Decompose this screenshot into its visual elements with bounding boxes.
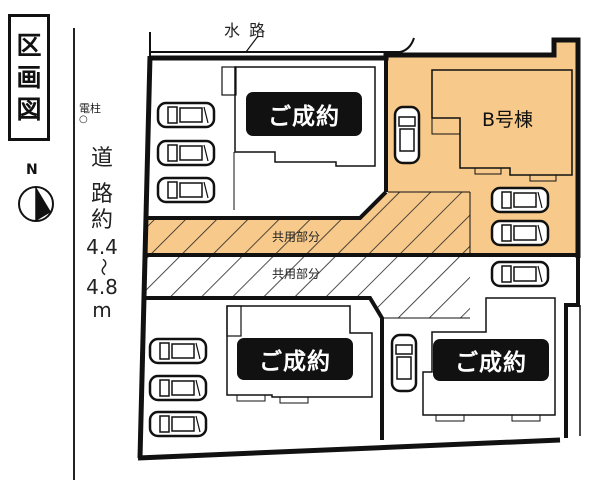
shared-area-label-highlighted: 共用部分 [272, 230, 321, 244]
road-char: 道 [90, 146, 113, 171]
utility-pole: 電柱 ○ [79, 103, 109, 125]
road-width-label: 道 路 約 4.4 〜 4.8 m [82, 146, 122, 320]
road-char: 約 [90, 208, 113, 233]
map-title: 区 画 図 [8, 14, 50, 141]
lot-b-building-label: B号棟 [482, 105, 534, 132]
lot-southeast-sold-badge: ご成約 [433, 339, 549, 381]
utility-pole-label: 電柱 [79, 102, 101, 115]
road-edge-line [73, 28, 75, 480]
lot-southwest-sold-badge: ご成約 [237, 338, 353, 380]
road-char: 路 [90, 182, 113, 207]
north-arrow-icon [18, 186, 54, 222]
compass: N [17, 160, 57, 230]
utility-pole-marker: ○ [79, 114, 88, 125]
title-char: 区 [16, 30, 42, 60]
waterway-label: 水 路 [224, 21, 268, 40]
shared-area-label: 共用部分 [272, 267, 321, 281]
compass-north-label: N [26, 162, 38, 178]
lot-northwest-sold-badge: ご成約 [246, 92, 362, 136]
road-width-max: 4.8 [86, 275, 118, 299]
road-width-min: 4.4 [86, 235, 118, 259]
title-char: 図 [16, 94, 42, 124]
title-char: 画 [16, 62, 42, 92]
road-width-unit: m [92, 298, 112, 322]
